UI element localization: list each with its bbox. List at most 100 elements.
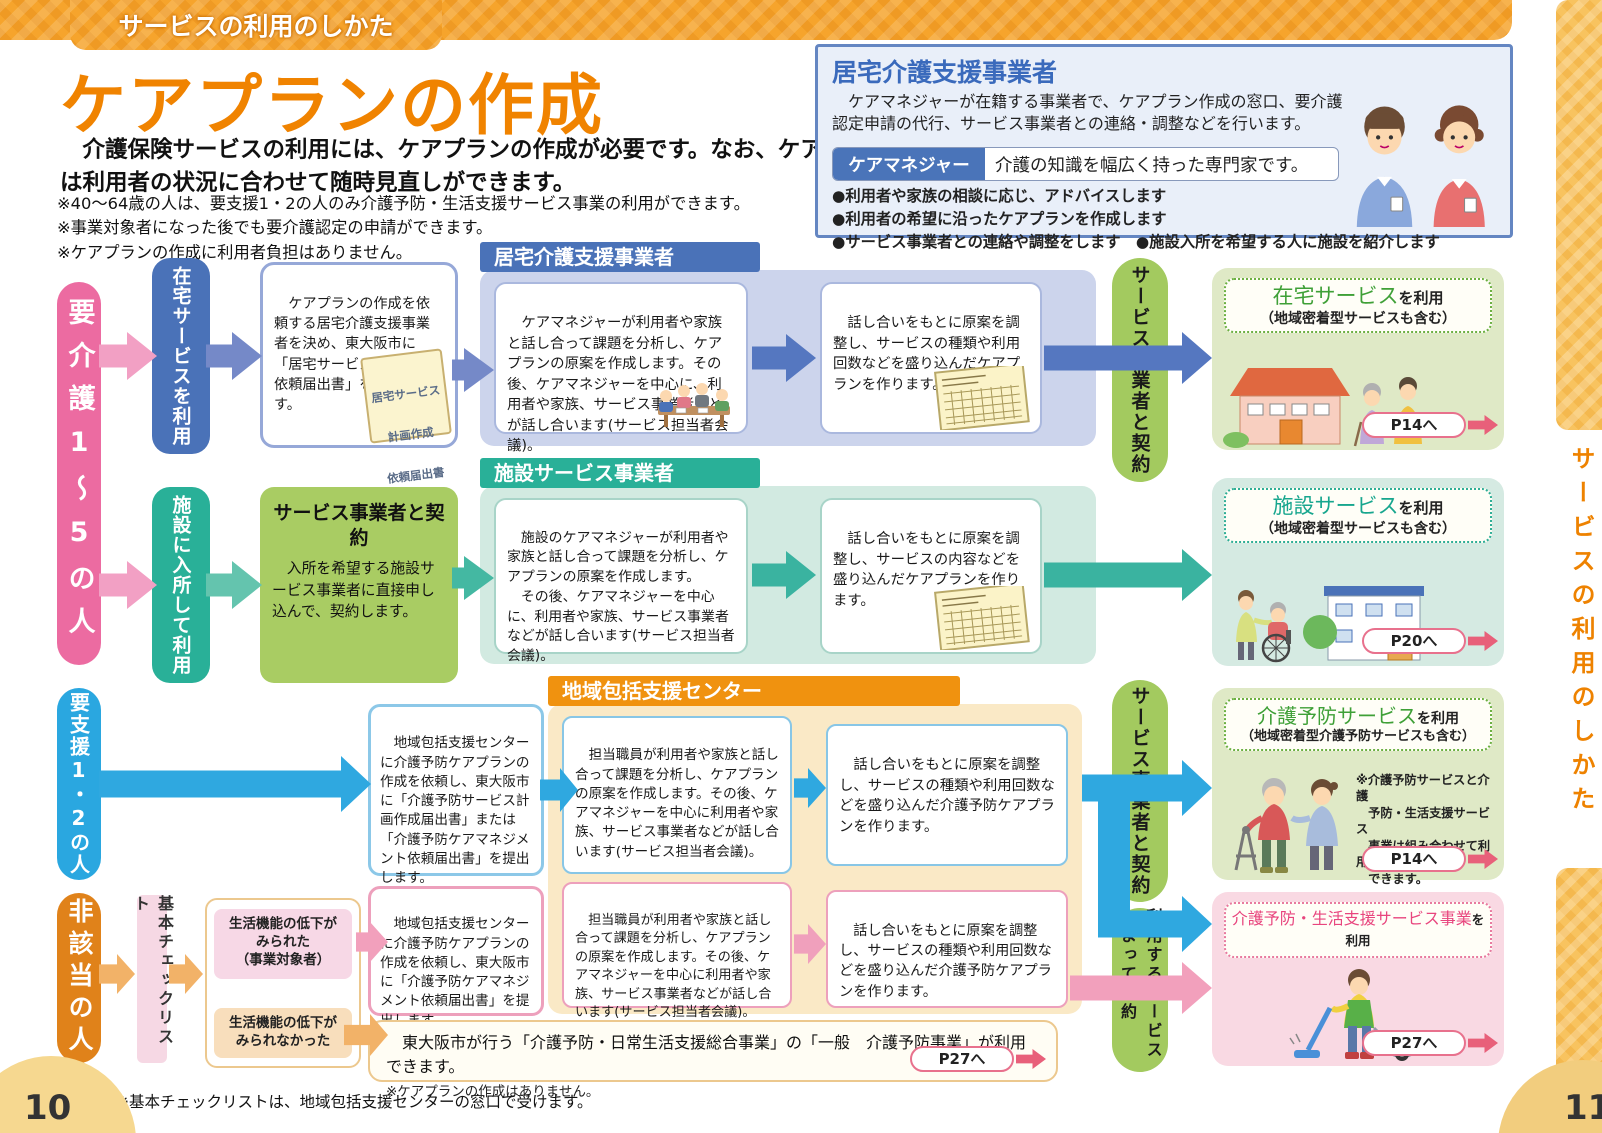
row4-step3-text: 話し合いをもとに原案を調整し、サービスの種類や利用回数などを盛り込んだ介護予防ケ… [839, 923, 1052, 1000]
header-tab: サービスの利用のしかた [70, 0, 442, 50]
row4-step3-box: 話し合いをもとに原案を調整し、サービスの種類や利用回数などを盛り込んだ介護予防ケ… [826, 890, 1068, 1008]
row1-outcome-sub: （地域密着型サービスも含む） [1260, 311, 1456, 328]
general-prevention-text: 東大阪市が行う「介護予防・日常生活支援総合事業」の「一般 介護予防事業」が利用で… [386, 1033, 1027, 1076]
row4-page-link-label[interactable]: P27へ [1362, 1030, 1466, 1056]
note-line: ※ケアプランの作成に利用者負担はありません。 [57, 242, 413, 262]
row4-page-link[interactable]: P27へ [1362, 1030, 1498, 1056]
kyotaku-info-box: 居宅介護支援事業者 ケアマネジャーが在籍する事業者で、ケアプラン作成の窓口、要介… [815, 44, 1513, 251]
row3-page-link[interactable]: P14へ [1362, 846, 1498, 872]
page-link-arrow-icon [1016, 1049, 1046, 1069]
page-link-arrow-icon [1468, 631, 1498, 651]
note-line: ※事業対象者になった後でも要介護認定の申請ができます。 [57, 218, 493, 238]
row2-page-link-label[interactable]: P20へ [1362, 628, 1466, 654]
bullet-line: ●サービス事業者との連絡や調整をします ●施設入所を希望する人に施設を紹介します [832, 232, 1440, 251]
row4-outcome-box: 介護予防・生活支援サービス事業を利用 P27へ [1212, 892, 1504, 1066]
careplan-sheet-illustration [934, 366, 1030, 430]
result-decline-found: 生活機能の低下が みられた （事業対象者） [214, 909, 352, 979]
row1-outcome-suffix: を利用 [1398, 289, 1444, 307]
row4-step1-box: 地域包括支援センターに介護予防ケアプランの作成を依頼し、東大阪市に「介護予防ケア… [368, 886, 544, 1029]
category-bar-yoshien: 要支援1・2の人 [57, 688, 101, 880]
row4-step2-text: 担当職員が利用者や家族と話し合って課題を分析し、ケアプランの原案を作成します。そ… [575, 912, 772, 1021]
row3-step2-text: 担当職員が利用者や家族と話し合って課題を分析し、ケアプランの原案を作成します。そ… [575, 747, 779, 860]
staff-pair-illustration [1356, 105, 1485, 227]
branch-pill-shisetsu: 施設に入所して利用 [152, 487, 210, 683]
careplan-sheet-illustration [934, 586, 1030, 650]
row1-outcome-service: 在宅サービス [1272, 284, 1399, 308]
note-line: ※40〜64歳の人は、要支援1・2の人のみ介護予防・生活支援サービス事業の利用が… [57, 194, 750, 213]
row1-outcome-box: 在宅サービスを利用 （地域密着型サービスも含む） P14へ [1212, 268, 1504, 450]
checklist-result-container: 生活機能の低下が みられた （事業対象者） 生活機能の低下が みられなかった [205, 898, 361, 1068]
page-link-arrow-icon [1468, 415, 1498, 435]
row2-step3-text: 話し合いをもとに原案を調整し、サービスの内容などを盛り込んだケアプランを作ります… [833, 531, 1021, 609]
category-bar-higaito: 非該当の人 [57, 893, 101, 1063]
row2-step3-box: 話し合いをもとに原案を調整し、サービスの内容などを盛り込んだケアプランを作ります… [820, 498, 1042, 654]
row3-outcome-sub: （地域密着型介護予防サービスも含む） [1240, 729, 1475, 744]
general-page-link-label[interactable]: P27へ [910, 1046, 1014, 1072]
row4-outcome-label: 介護予防・生活支援サービス事業を利用 [1224, 902, 1492, 958]
row3-step3-box: 話し合いをもとに原案を調整し、サービスの種類や利用回数などを盛り込んだ介護予防ケ… [826, 724, 1068, 866]
branch-pill-zaitaku: 在宅サービスを利用 [152, 258, 210, 454]
row1-step2-box: ケアマネジャーが利用者や家族と話し合って課題を分析し、ケアプランの原案を作成しま… [494, 282, 748, 454]
row1-step3-box: 話し合いをもとに原案を調整し、サービスの種類や利用回数などを盛り込んだケアプラン… [820, 282, 1042, 434]
page-link-arrow-icon [1468, 1033, 1498, 1053]
bullet-line: ●利用者や家族の相談に応じ、アドバイスします [832, 187, 1167, 205]
row4-outcome-service: 介護予防・生活支援サービス事業 [1231, 909, 1472, 928]
info-box-title: 居宅介護支援事業者 [832, 58, 1058, 87]
page-number-right-value: 11 [1564, 1088, 1602, 1128]
arrow-row1-branch-to-step1 [206, 332, 262, 380]
row3-step1-text: 地域包括支援センターに介護予防ケアプランの作成を依頼し、東大阪市に「介護予防サー… [380, 735, 530, 887]
row3-outcome-service: 介護予防サービス [1257, 704, 1417, 728]
row1-step1-box: ケアプランの作成を依頼する居宅介護支援事業者を決め、東大阪市に「居宅サービス計画… [260, 262, 458, 486]
row4-step2-box: 担当職員が利用者や家族と話し合って課題を分析し、ケアプランの原案を作成します。そ… [562, 882, 792, 1020]
page-number-left: 10 [0, 1056, 136, 1133]
row2-contract-body: 入所を希望する施設サービス事業者に直接申し込んで、契約します。 [272, 560, 435, 621]
intro-notes: ※40〜64歳の人は、要支援1・2の人のみ介護予防・生活支援サービス事業の利用が… [57, 192, 750, 265]
page-number-left-value: 10 [24, 1088, 72, 1128]
walker-care-illustration [1234, 778, 1338, 873]
row3-step2-box: 担当職員が利用者や家族と話し合って課題を分析し、ケアプランの原案を作成します。そ… [562, 716, 792, 874]
row1-outcome-label: 在宅サービスを利用 （地域密着型サービスも含む） [1224, 278, 1492, 334]
general-prevention-note: ※ケアプランの作成はありません。 [386, 1084, 600, 1100]
paper-line: 居宅サービス [370, 382, 441, 405]
row2-contract-box: サービス事業者と契約 入所を希望する施設サービス事業者に直接申し込んで、契約しま… [260, 487, 458, 683]
result-decline-not-found: 生活機能の低下が みられなかった [214, 1008, 352, 1058]
blue-branch-vertical [1098, 775, 1130, 933]
paper-line: 計画作成 [387, 425, 435, 445]
info-box-bullets: ●利用者や家族の相談に応じ、アドバイスします ●利用者の希望に沿ったケアプランを… [832, 185, 1440, 254]
row3-outcome-box: 介護予防サービスを利用 （地域密着型介護予防サービスも含む） ※介護予防サービス… [1212, 688, 1504, 886]
side-tab-label: サービスの利用のしかた [1567, 446, 1595, 820]
bullet-line: ●利用者の希望に沿ったケアプランを作成します [832, 209, 1167, 228]
side-tab: サービスの利用のしかた [1552, 0, 1602, 1133]
row1-section-header: 居宅介護支援事業者 [480, 242, 760, 272]
general-prevention-box: 東大阪市が行う「介護予防・日常生活支援総合事業」の「一般 介護予防事業」が利用で… [368, 1020, 1058, 1100]
row1-page-link-label[interactable]: P14へ [1362, 412, 1466, 438]
arrow-row3-bar-to-step1 [99, 756, 371, 812]
arrow-row1-bar-to-branch [99, 332, 157, 380]
row3-section-header: 地域包括支援センター [548, 676, 960, 706]
row2-outcome-label: 施設サービスを利用 （地域密着型サービスも含む） [1224, 488, 1492, 544]
side-tab-top-block [1556, 0, 1602, 430]
basic-checklist-strip: 基本チェックリスト [131, 895, 174, 1063]
arrow-row2-branch-to-step1 [206, 561, 262, 609]
row3-outcome-label: 介護予防サービスを利用 （地域密着型介護予防サービスも含む） [1224, 698, 1492, 751]
row2-contract-title: サービス事業者と契約 [273, 502, 445, 549]
row2-outcome-sub: （地域密着型サービスも含む） [1260, 521, 1456, 538]
row2-page-link[interactable]: P20へ [1362, 628, 1498, 654]
header-tab-label: サービスの利用のしかた [118, 12, 394, 41]
row2-section-header: 施設サービス事業者 [480, 458, 760, 488]
row2-step2-box: 施設のケアマネジャーが利用者や家族と話し合って課題を分析し、ケアプランの原案を作… [494, 498, 748, 664]
caremanager-label: ケアマネジャー [833, 148, 985, 180]
row2-step2-text: 施設のケアマネジャーが利用者や家族と話し合って課題を分析し、ケアプランの原案を作… [507, 529, 735, 665]
page-number-right: 11 [1498, 1060, 1602, 1133]
caremanager-label-row: ケアマネジャー 介護の知識を幅広く持った専門家です。 [832, 147, 1339, 181]
page-link-arrow-icon [1468, 849, 1498, 869]
row3-outcome-suffix: を利用 [1417, 711, 1459, 727]
row4-step1-text: 地域包括支援センターに介護予防ケアプランの作成を依頼し、東大阪市に「介護予防ケア… [380, 916, 530, 1028]
row1-page-link[interactable]: P14へ [1362, 412, 1498, 438]
row3-page-link-label[interactable]: P14へ [1362, 846, 1466, 872]
row2-outcome-service: 施設サービス [1272, 494, 1399, 518]
row4-outcome-suffix: を利用 [1345, 912, 1485, 948]
general-page-link[interactable]: P27へ [910, 1046, 1046, 1072]
row2-outcome-suffix: を利用 [1398, 499, 1444, 517]
